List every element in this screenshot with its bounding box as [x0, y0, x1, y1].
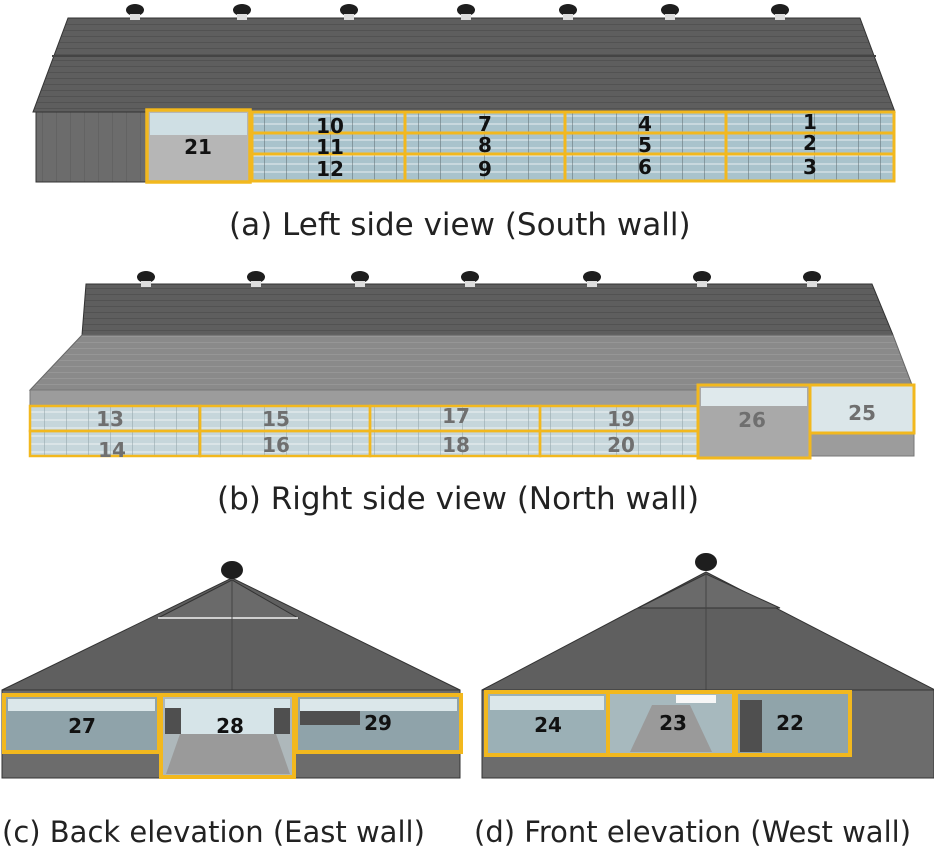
label-16: 16 — [262, 433, 290, 457]
label-4: 4 — [638, 112, 652, 136]
label-1: 1 — [803, 110, 817, 134]
caption-north-wall: (b) Right side view (North wall) — [217, 481, 700, 517]
label-19: 19 — [607, 407, 635, 431]
label-12: 12 — [316, 157, 344, 181]
south-roof — [32, 17, 896, 113]
label-28: 28 — [216, 714, 244, 738]
north-roof — [81, 283, 894, 336]
label-17: 17 — [442, 404, 470, 428]
south-wall-view: 21 10 11 12 7 8 9 4 5 6 1 2 3 — [32, 4, 896, 184]
label-18: 18 — [442, 433, 470, 457]
label-24: 24 — [534, 713, 562, 737]
label-15: 15 — [262, 407, 290, 431]
label-14: 14 — [98, 438, 126, 462]
label-6: 6 — [638, 155, 652, 179]
label-11: 11 — [316, 135, 344, 159]
label-25: 25 — [848, 401, 876, 425]
label-21: 21 — [184, 135, 212, 159]
label-5: 5 — [638, 133, 652, 157]
west-vent — [695, 553, 717, 571]
label-26: 26 — [738, 408, 766, 432]
label-23: 23 — [659, 711, 687, 735]
window-20 — [538, 429, 700, 458]
label-20: 20 — [607, 433, 635, 457]
caption-south-wall: (a) Left side view (South wall) — [229, 207, 691, 243]
east-wall-view: 27 28 29 — [1, 561, 463, 779]
caption-east-wall: (c) Back elevation (East wall) — [2, 815, 425, 849]
caption-west-wall: (d) Front elevation (West wall) — [474, 815, 912, 849]
west-wall-view: 24 23 22 — [481, 553, 934, 779]
north-wall-view: 13 14 15 16 17 18 19 20 26 25 — [28, 271, 916, 462]
label-13: 13 — [96, 407, 124, 431]
roof-vents — [126, 4, 789, 20]
label-7: 7 — [478, 112, 492, 136]
label-29: 29 — [364, 711, 392, 735]
east-vent — [221, 561, 243, 579]
label-9: 9 — [478, 157, 492, 181]
label-2: 2 — [803, 131, 817, 155]
label-22: 22 — [776, 711, 804, 735]
label-3: 3 — [803, 155, 817, 179]
roof-vents-north — [137, 271, 821, 287]
label-10: 10 — [316, 114, 344, 138]
window-3 — [724, 152, 896, 183]
window-25 — [808, 383, 916, 435]
label-27: 27 — [68, 714, 96, 738]
label-8: 8 — [478, 133, 492, 157]
